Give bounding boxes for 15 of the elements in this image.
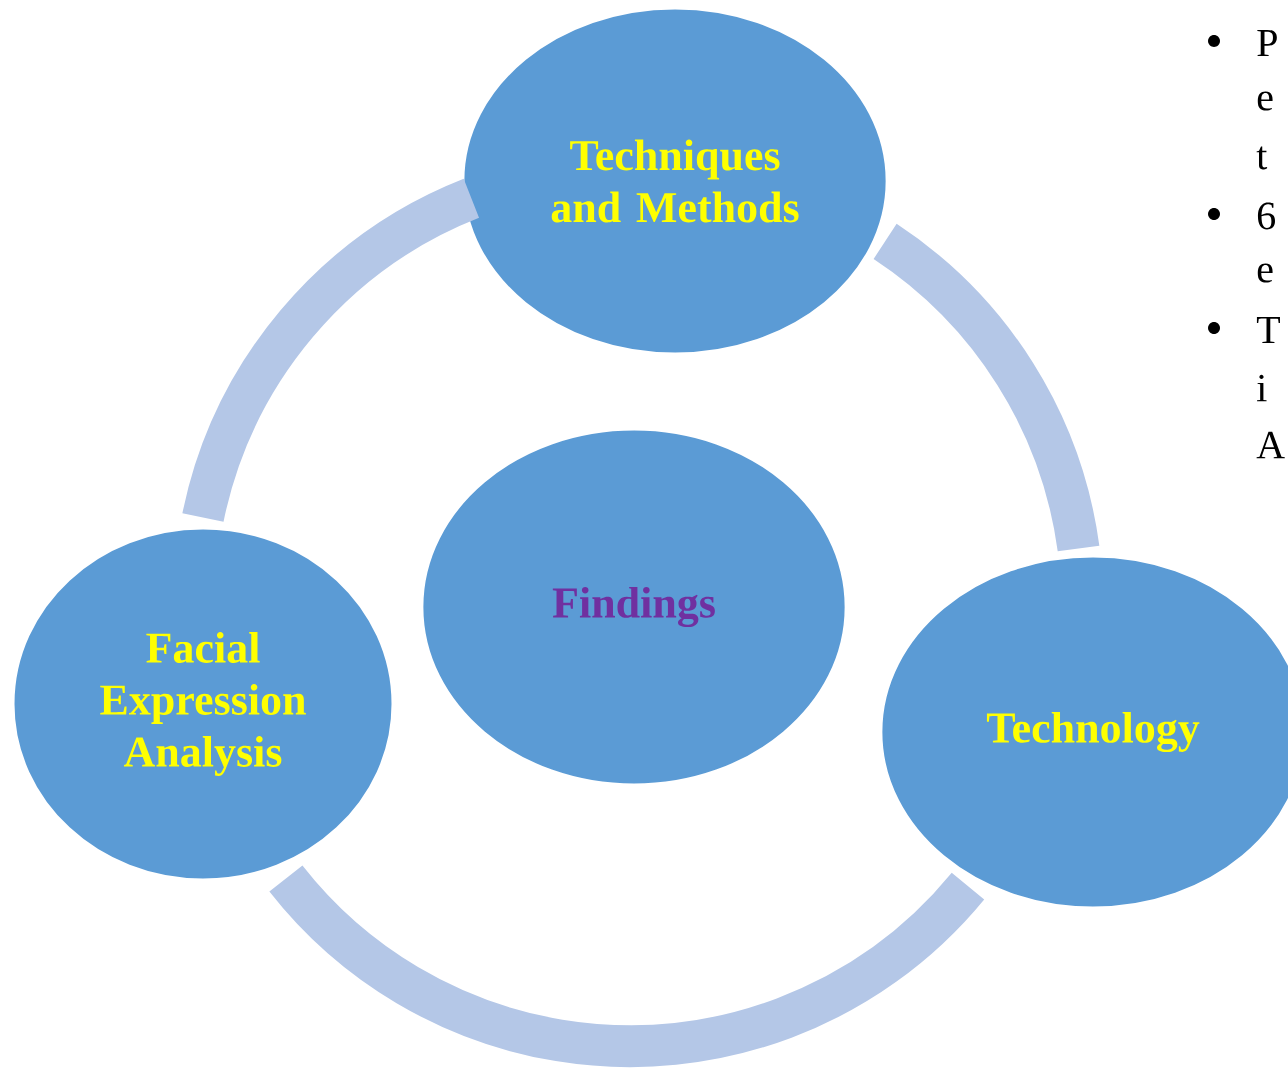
bullet-text: P: [1257, 29, 1277, 57]
bullet-text: e: [1257, 91, 1273, 111]
bullet-text: T: [1256, 316, 1280, 344]
bullet-text: A: [1256, 431, 1285, 459]
ellipse-node: Findings: [420, 427, 848, 787]
ring-segment: [872, 224, 1100, 553]
bullet-text: t: [1256, 146, 1268, 170]
ring-segment: [269, 865, 984, 1068]
bullet-text: 6: [1257, 202, 1275, 230]
ring-segment: [182, 179, 480, 523]
ellipse-node: Techniques and Methods: [461, 6, 889, 356]
bullet-text: e: [1257, 263, 1273, 283]
ellipse-node: Technology: [879, 554, 1288, 910]
bullet-text: i: [1257, 374, 1267, 402]
ellipse-node: Facial Expression Analysis: [11, 526, 395, 882]
